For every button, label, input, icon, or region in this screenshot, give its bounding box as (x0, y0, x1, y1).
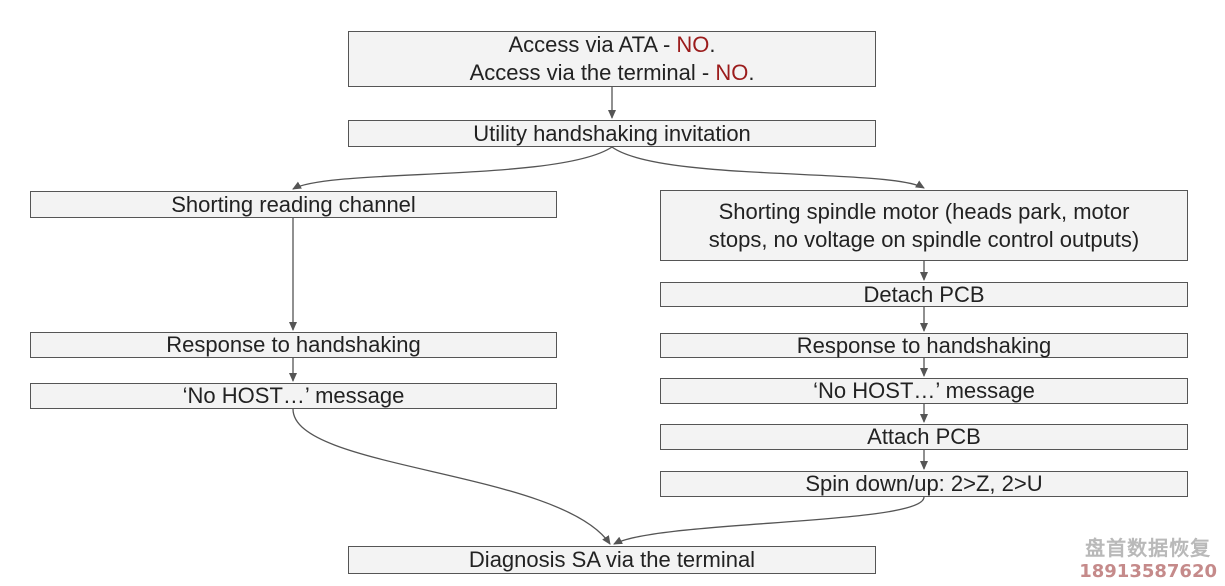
no-host-message-right-box: ‘No HOST…’ message (660, 378, 1188, 404)
watermark-name: 盘首数据恢复 (1085, 536, 1212, 560)
response-handshaking-left-box: Response to handshaking (30, 332, 557, 358)
spin-down-up-box: Spin down/up: 2>Z, 2>U (660, 471, 1188, 497)
access-line-terminal: Access via the terminal - NO. (469, 60, 755, 85)
utility-handshaking-box: Utility handshaking invitation (348, 120, 876, 147)
access-line-ata: Access via ATA - NO. (508, 32, 716, 57)
no-host-message-left-box: ‘No HOST…’ message (30, 383, 557, 409)
watermark-phone: 18913587620 (1079, 561, 1217, 582)
ata-flag: NO (676, 32, 710, 57)
shorting-reading-channel-box: Shorting reading channel (30, 191, 557, 218)
edge-utility-right (611, 146, 925, 189)
response-handshaking-right-box: Response to handshaking (660, 333, 1188, 358)
access-status-box: Access via ATA - NO. Access via the term… (348, 31, 876, 87)
diagnosis-sa-box: Diagnosis SA via the terminal (348, 546, 876, 574)
detach-pcb-box: Detach PCB (660, 282, 1188, 307)
edge-nohost-diagnosis-left (292, 408, 611, 545)
edge-utility-left (292, 146, 613, 190)
terminal-flag: NO (715, 60, 749, 85)
spindle-line-1: Shorting spindle motor (heads park, moto… (718, 198, 1130, 224)
edge-spin-diagnosis (613, 496, 925, 545)
attach-pcb-box: Attach PCB (660, 424, 1188, 450)
spindle-line-2: stops, no voltage on spindle control out… (708, 226, 1140, 252)
shorting-spindle-motor-box: Shorting spindle motor (heads park, moto… (660, 190, 1188, 261)
watermark: 盘首数据恢复 18913587620 (1079, 532, 1217, 582)
